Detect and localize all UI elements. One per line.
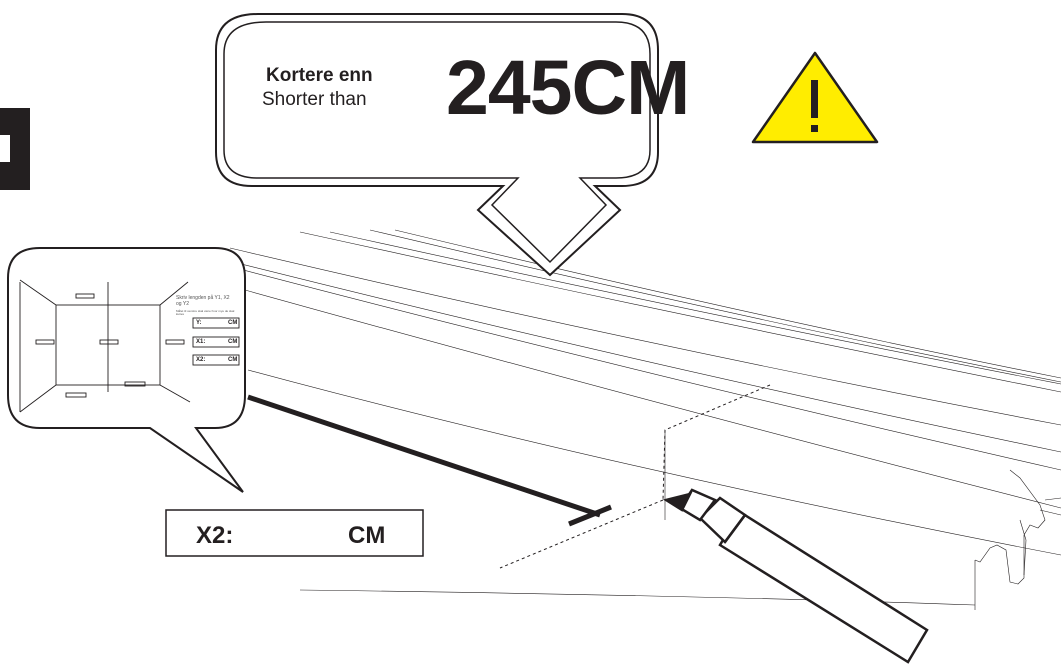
plus-icon <box>0 108 30 190</box>
measurement-sheet-bubble <box>7 247 246 493</box>
sheet-field-unit: CM <box>228 339 238 345</box>
cut-line <box>499 384 771 569</box>
x2-callout-label: X2: <box>196 522 234 549</box>
marker-pen-icon <box>662 488 929 664</box>
leader-line <box>247 394 612 527</box>
sheet-fields <box>192 317 240 366</box>
sheet-note: Målet til venstre skal være hvor mye de … <box>176 309 235 317</box>
sheet-field-label: Y: <box>196 320 202 326</box>
shorter-than-label-english: Shorter than <box>262 89 367 110</box>
sheet-instruction: Skriv lengden på Y1, X2 og Y2 <box>176 295 230 307</box>
room-sketch <box>19 279 191 413</box>
sheet-field-unit: CM <box>228 320 238 326</box>
sheet-field-label: X2: <box>196 357 206 363</box>
sheet-field-label: X1: <box>196 339 206 345</box>
sheet-field-unit: CM <box>228 357 238 363</box>
x2-callout-box <box>165 509 424 557</box>
rail-profile <box>159 229 1061 610</box>
length-threshold-value: 245CM <box>446 45 690 131</box>
warning-triangle-icon <box>751 51 879 144</box>
shorter-than-label-norwegian: Kortere enn <box>266 65 373 86</box>
warning-speech-bubble <box>215 13 659 277</box>
x2-callout-unit: CM <box>348 522 386 549</box>
